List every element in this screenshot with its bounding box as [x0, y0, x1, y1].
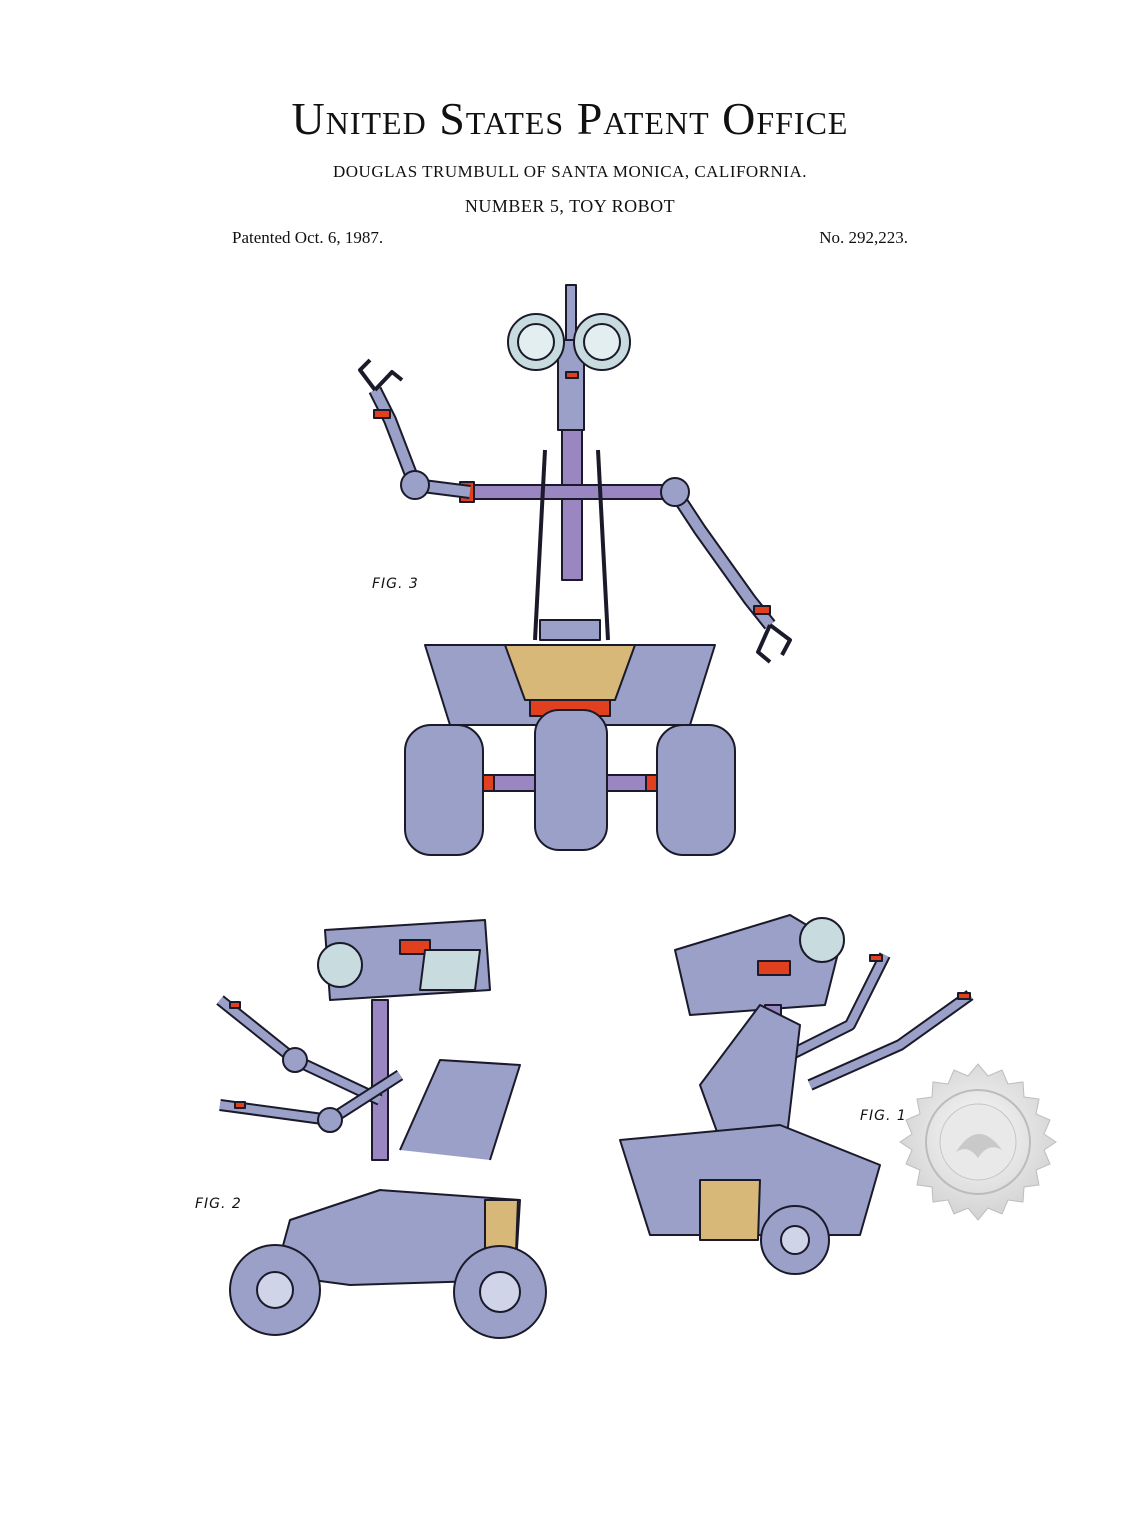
fig-3-front-view [358, 284, 792, 856]
patent-number: No. 292,223. [819, 228, 908, 247]
patent-date: Patented Oct. 6, 1987. [232, 228, 384, 247]
fig-2-label: FIG. 2 [195, 1196, 242, 1212]
fig-1-perspective-view [619, 914, 974, 1275]
fig-3-label: FIG. 3 [372, 576, 419, 592]
fig-2-base [229, 1189, 547, 1339]
fig-2-side-view [216, 919, 521, 1161]
patent-office-seal [899, 1063, 1057, 1221]
patent-subject: NUMBER 5, TOY ROBOT [464, 196, 676, 216]
page-title: United States Patent Office [291, 93, 849, 144]
inventor-line: DOUGLAS TRUMBULL OF SANTA MONICA, CALIFO… [332, 162, 808, 181]
fig-1-label: FIG. 1 [860, 1108, 907, 1124]
